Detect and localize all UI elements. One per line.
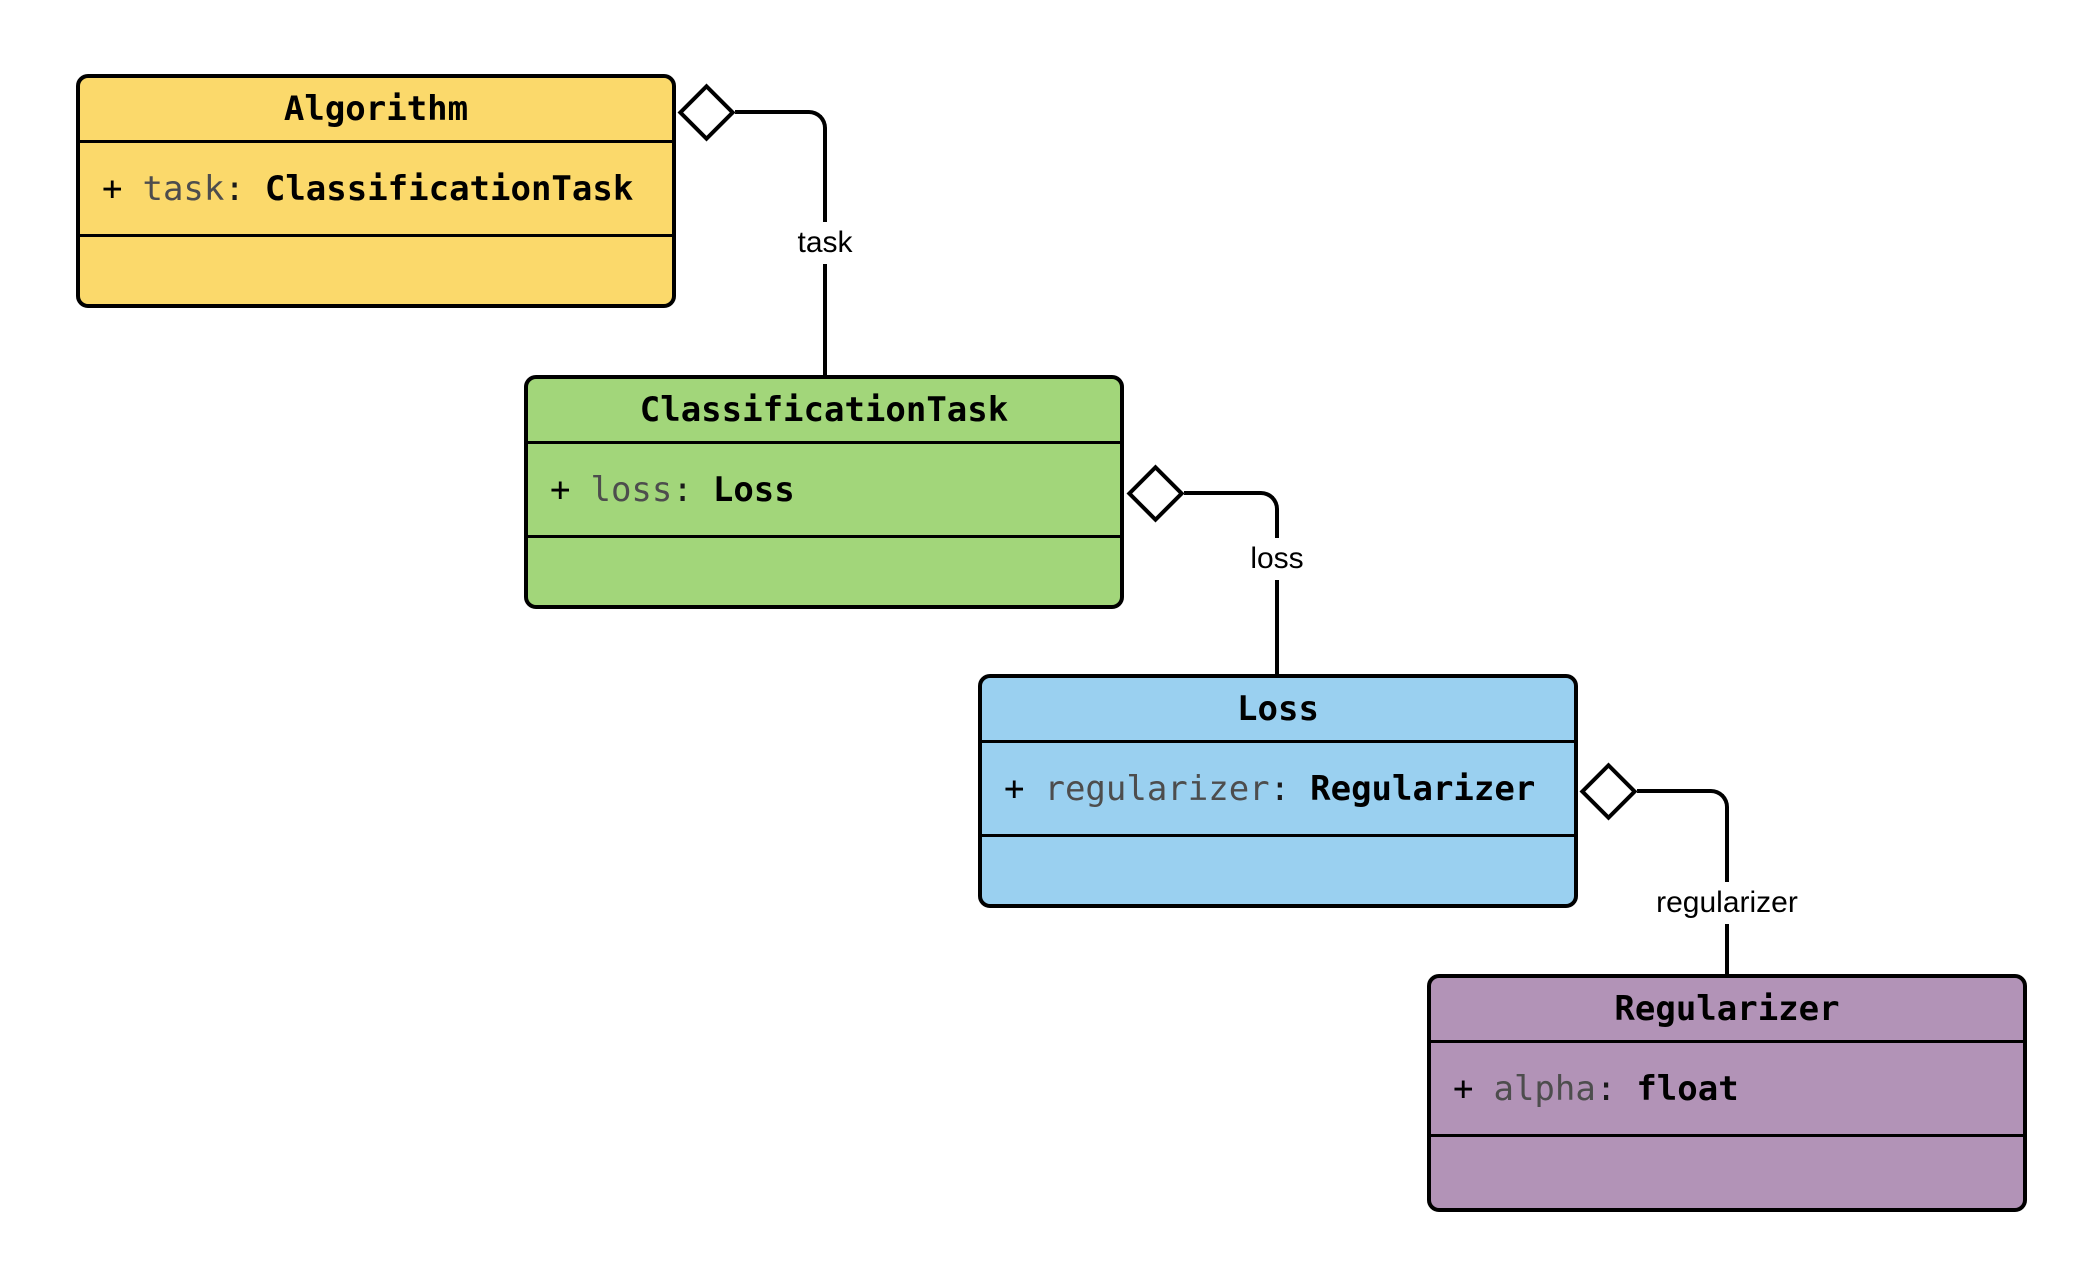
attr-type: Loss bbox=[712, 469, 795, 510]
attr-type: Regularizer bbox=[1310, 768, 1536, 809]
edge-loss-to-regularizer bbox=[1637, 789, 1729, 974]
edge-label-loss: loss bbox=[1240, 538, 1314, 580]
attr-separator: : bbox=[672, 469, 693, 510]
attr-name: loss bbox=[590, 469, 673, 510]
aggregation-diamond-icon bbox=[1126, 464, 1185, 523]
class-box-classificationtask: ClassificationTask + loss: Loss bbox=[524, 375, 1124, 609]
attr-separator: : bbox=[224, 168, 245, 209]
attr-visibility: + bbox=[550, 469, 571, 510]
class-methods-row-empty bbox=[1431, 1137, 2023, 1208]
attr-separator: : bbox=[1269, 768, 1291, 809]
attr-name: alpha bbox=[1493, 1068, 1596, 1109]
attr-type: float bbox=[1636, 1068, 1739, 1109]
class-attribute-row: + loss: Loss bbox=[528, 444, 1120, 538]
class-title: Loss bbox=[982, 678, 1574, 743]
edge-label-regularizer: regularizer bbox=[1646, 882, 1808, 924]
attr-type: ClassificationTask bbox=[264, 168, 634, 209]
aggregation-diamond-icon bbox=[1579, 762, 1638, 821]
class-box-algorithm: Algorithm + task: ClassificationTask bbox=[76, 74, 676, 308]
attr-separator: : bbox=[1595, 1068, 1617, 1109]
class-box-regularizer: Regularizer + alpha: float bbox=[1427, 974, 2027, 1212]
attr-name: regularizer bbox=[1044, 768, 1270, 809]
edge-classificationtask-to-loss bbox=[1184, 491, 1279, 674]
class-methods-row-empty bbox=[528, 538, 1120, 605]
class-box-loss: Loss + regularizer: Regularizer bbox=[978, 674, 1578, 908]
aggregation-diamond-icon bbox=[677, 83, 736, 142]
attr-visibility: + bbox=[102, 168, 123, 209]
edge-label-task: task bbox=[787, 222, 863, 264]
class-methods-row-empty bbox=[982, 837, 1574, 904]
class-title: ClassificationTask bbox=[528, 379, 1120, 444]
attr-name: task bbox=[142, 168, 225, 209]
attr-visibility: + bbox=[1004, 768, 1025, 809]
class-attribute-row: + regularizer: Regularizer bbox=[982, 743, 1574, 837]
class-title: Algorithm bbox=[80, 78, 672, 143]
class-attribute-row: + task: ClassificationTask bbox=[80, 143, 672, 237]
class-methods-row-empty bbox=[80, 237, 672, 304]
class-title: Regularizer bbox=[1431, 978, 2023, 1043]
class-attribute-row: + alpha: float bbox=[1431, 1043, 2023, 1137]
attr-visibility: + bbox=[1453, 1068, 1474, 1109]
